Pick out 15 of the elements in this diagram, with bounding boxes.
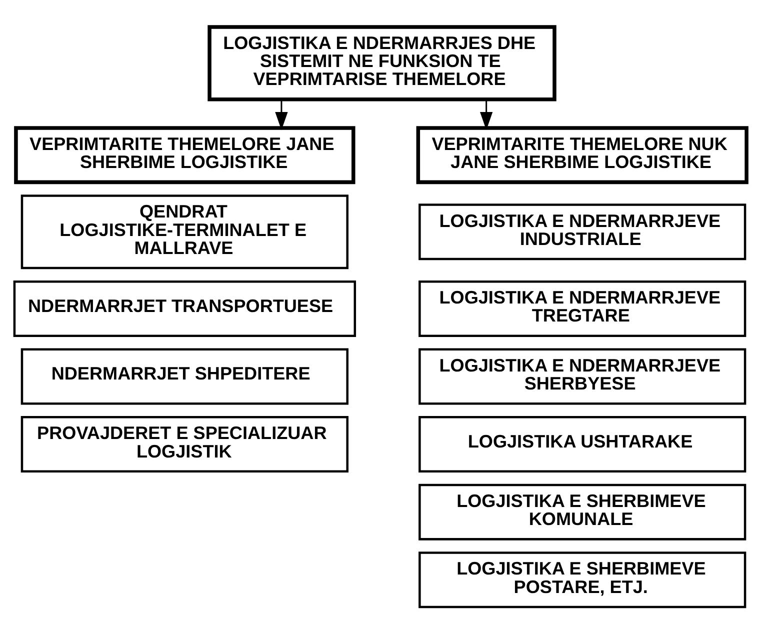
node-box: VEPRIMTARITE THEMELORE JANE SHERBIME LOGJISTIKE bbox=[14, 126, 356, 184]
node-box: QENDRAT LOGJISTIKE-TERMINALET E MALLRAVE bbox=[20, 194, 348, 270]
node-box: LOGJISTIKA E SHERBIMEVE POSTARE, ETJ. bbox=[418, 552, 746, 608]
arrow bbox=[275, 100, 288, 130]
arrow bbox=[480, 100, 493, 130]
node-box: LOGJISTIKA E NDERMARRJEVE INDUSTRIALE bbox=[418, 204, 746, 260]
node-box: LOGJISTIKA E NDERMARRJES DHE SISTEMIT NE FUNKSION TE VEPRIMTARISE THEMELORE bbox=[208, 25, 556, 102]
node-box: NDERMARRJET TRANSPORTUESE bbox=[13, 280, 356, 337]
node-box: PROVAJDERET E SPECIALIZUAR LOGJISTIK bbox=[20, 416, 348, 473]
node-box: LOGJISTIKA E NDERMARRJEVE TREGTARE bbox=[418, 280, 746, 337]
node-box: LOGJISTIKA E NDERMARRJEVE SHERBYESE bbox=[418, 348, 746, 405]
node-box: LOGJISTIKA E SHERBIMEVE KOMUNALE bbox=[418, 484, 746, 540]
node-box: NDERMARRJET SHPEDITERE bbox=[20, 348, 348, 405]
node-box: VEPRIMTARITE THEMELORE NUK JANE SHERBIME LOGJISTIKE bbox=[416, 126, 748, 184]
node-box: LOGJISTIKA USHTARAKE bbox=[418, 416, 746, 473]
